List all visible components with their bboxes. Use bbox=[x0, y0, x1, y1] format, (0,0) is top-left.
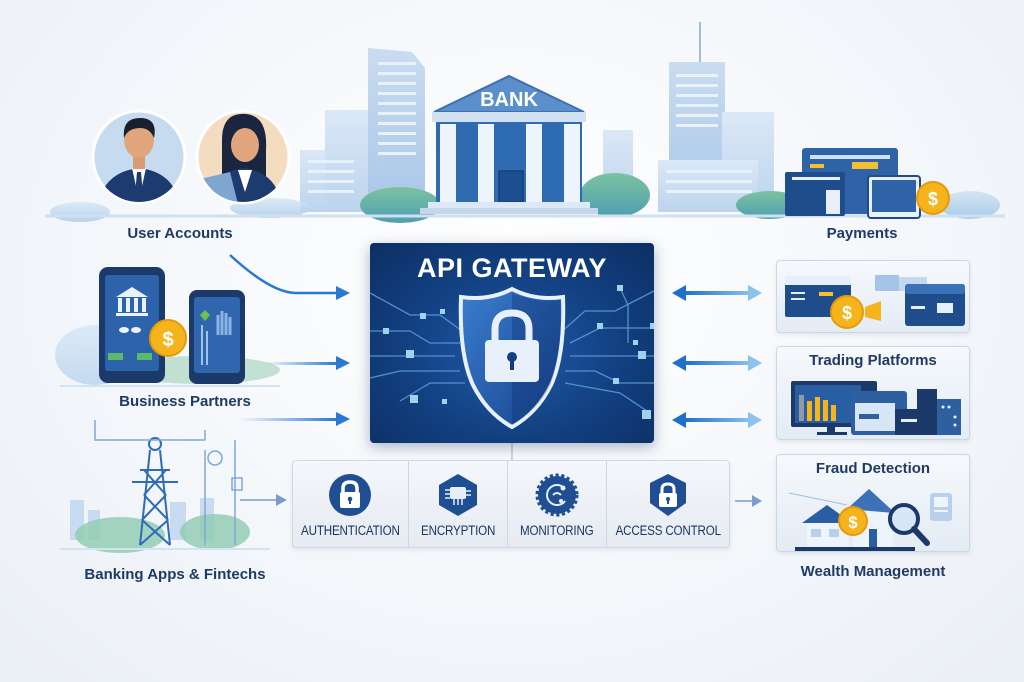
circuit-lines bbox=[370, 285, 654, 419]
bank-label: BANK bbox=[480, 89, 538, 111]
node-label-banking-apps: Banking Apps & Fintechs bbox=[84, 566, 266, 583]
buildings-right bbox=[603, 22, 774, 212]
fraud-magnifier-icon: $ bbox=[788, 489, 952, 551]
bidirectional-arrow-trading bbox=[672, 355, 762, 371]
arrow-business-partners-to-gateway bbox=[265, 356, 350, 370]
fraud-detection-title: Fraud Detection bbox=[815, 460, 931, 477]
api-gateway-panel[interactable]: API GATEWAY bbox=[370, 243, 654, 443]
payments-card[interactable]: $ bbox=[776, 260, 970, 333]
bank-building-icon: BANK bbox=[420, 74, 598, 214]
svg-text:$: $ bbox=[162, 329, 173, 351]
business-partners-illustration: $ bbox=[55, 267, 280, 387]
feature-authentication[interactable]: AUTHENTICATION bbox=[293, 461, 409, 547]
payments-devices-icon: $ bbox=[785, 148, 950, 219]
city-skyline-illustration: BANK bbox=[45, 22, 1005, 223]
trading-platforms-title: Trading Platforms bbox=[809, 352, 937, 369]
node-label-user-accounts: User Accounts bbox=[127, 225, 233, 242]
feature-label-encryption: ENCRYPTION bbox=[420, 523, 495, 538]
arrow-user-accounts-to-gateway bbox=[229, 254, 350, 300]
svg-text:$: $ bbox=[928, 189, 938, 209]
bidirectional-arrow-payments bbox=[672, 285, 762, 301]
bidirectional-arrow-fraud bbox=[672, 412, 762, 428]
arrow-banking-apps-to-security bbox=[240, 494, 287, 506]
node-label-payments: Payments bbox=[826, 225, 898, 242]
banking-apps-illustration bbox=[60, 420, 270, 553]
phone-bank-app-icon bbox=[99, 267, 165, 383]
trading-screens-icon bbox=[791, 381, 961, 435]
lock-circle-icon bbox=[329, 474, 372, 516]
feature-label-access-control: ACCESS CONTROL bbox=[615, 523, 721, 538]
monitoring-gear-icon bbox=[535, 473, 579, 517]
arrow-banking-apps-to-gateway bbox=[240, 412, 350, 426]
phone-health-app-icon bbox=[189, 290, 245, 384]
payment-screens-icon: $ bbox=[785, 275, 965, 329]
api-gateway-title: API GATEWAY bbox=[416, 253, 608, 283]
trading-platforms-card[interactable]: Trading Platforms bbox=[776, 346, 970, 440]
node-label-business-partners: Business Partners bbox=[119, 393, 251, 410]
security-features-bar: AUTHENTICATION ENCRYPTION MONITORING bbox=[292, 460, 730, 548]
feature-monitoring[interactable]: MONITORING bbox=[508, 461, 607, 547]
chip-hexagon-icon bbox=[438, 474, 477, 516]
feature-access-control[interactable]: ACCESS CONTROL bbox=[607, 461, 729, 547]
svg-text:$: $ bbox=[848, 513, 858, 532]
feature-label-monitoring: MONITORING bbox=[519, 523, 594, 538]
transmission-tower-icon bbox=[132, 437, 178, 546]
lock-shield-icon bbox=[649, 474, 686, 516]
avatar-woman bbox=[195, 109, 291, 205]
svg-text:$: $ bbox=[842, 303, 852, 323]
feature-label-authentication: AUTHENTICATION bbox=[301, 523, 400, 538]
feature-encryption[interactable]: ENCRYPTION bbox=[409, 461, 508, 547]
avatar-man bbox=[91, 109, 187, 205]
arrow-security-to-right bbox=[735, 495, 762, 507]
shield-lock-icon bbox=[458, 286, 566, 430]
fraud-detection-card[interactable]: Fraud Detection $ bbox=[776, 454, 970, 552]
buildings-left bbox=[300, 48, 425, 212]
node-label-wealth-management: Wealth Management bbox=[800, 563, 946, 580]
